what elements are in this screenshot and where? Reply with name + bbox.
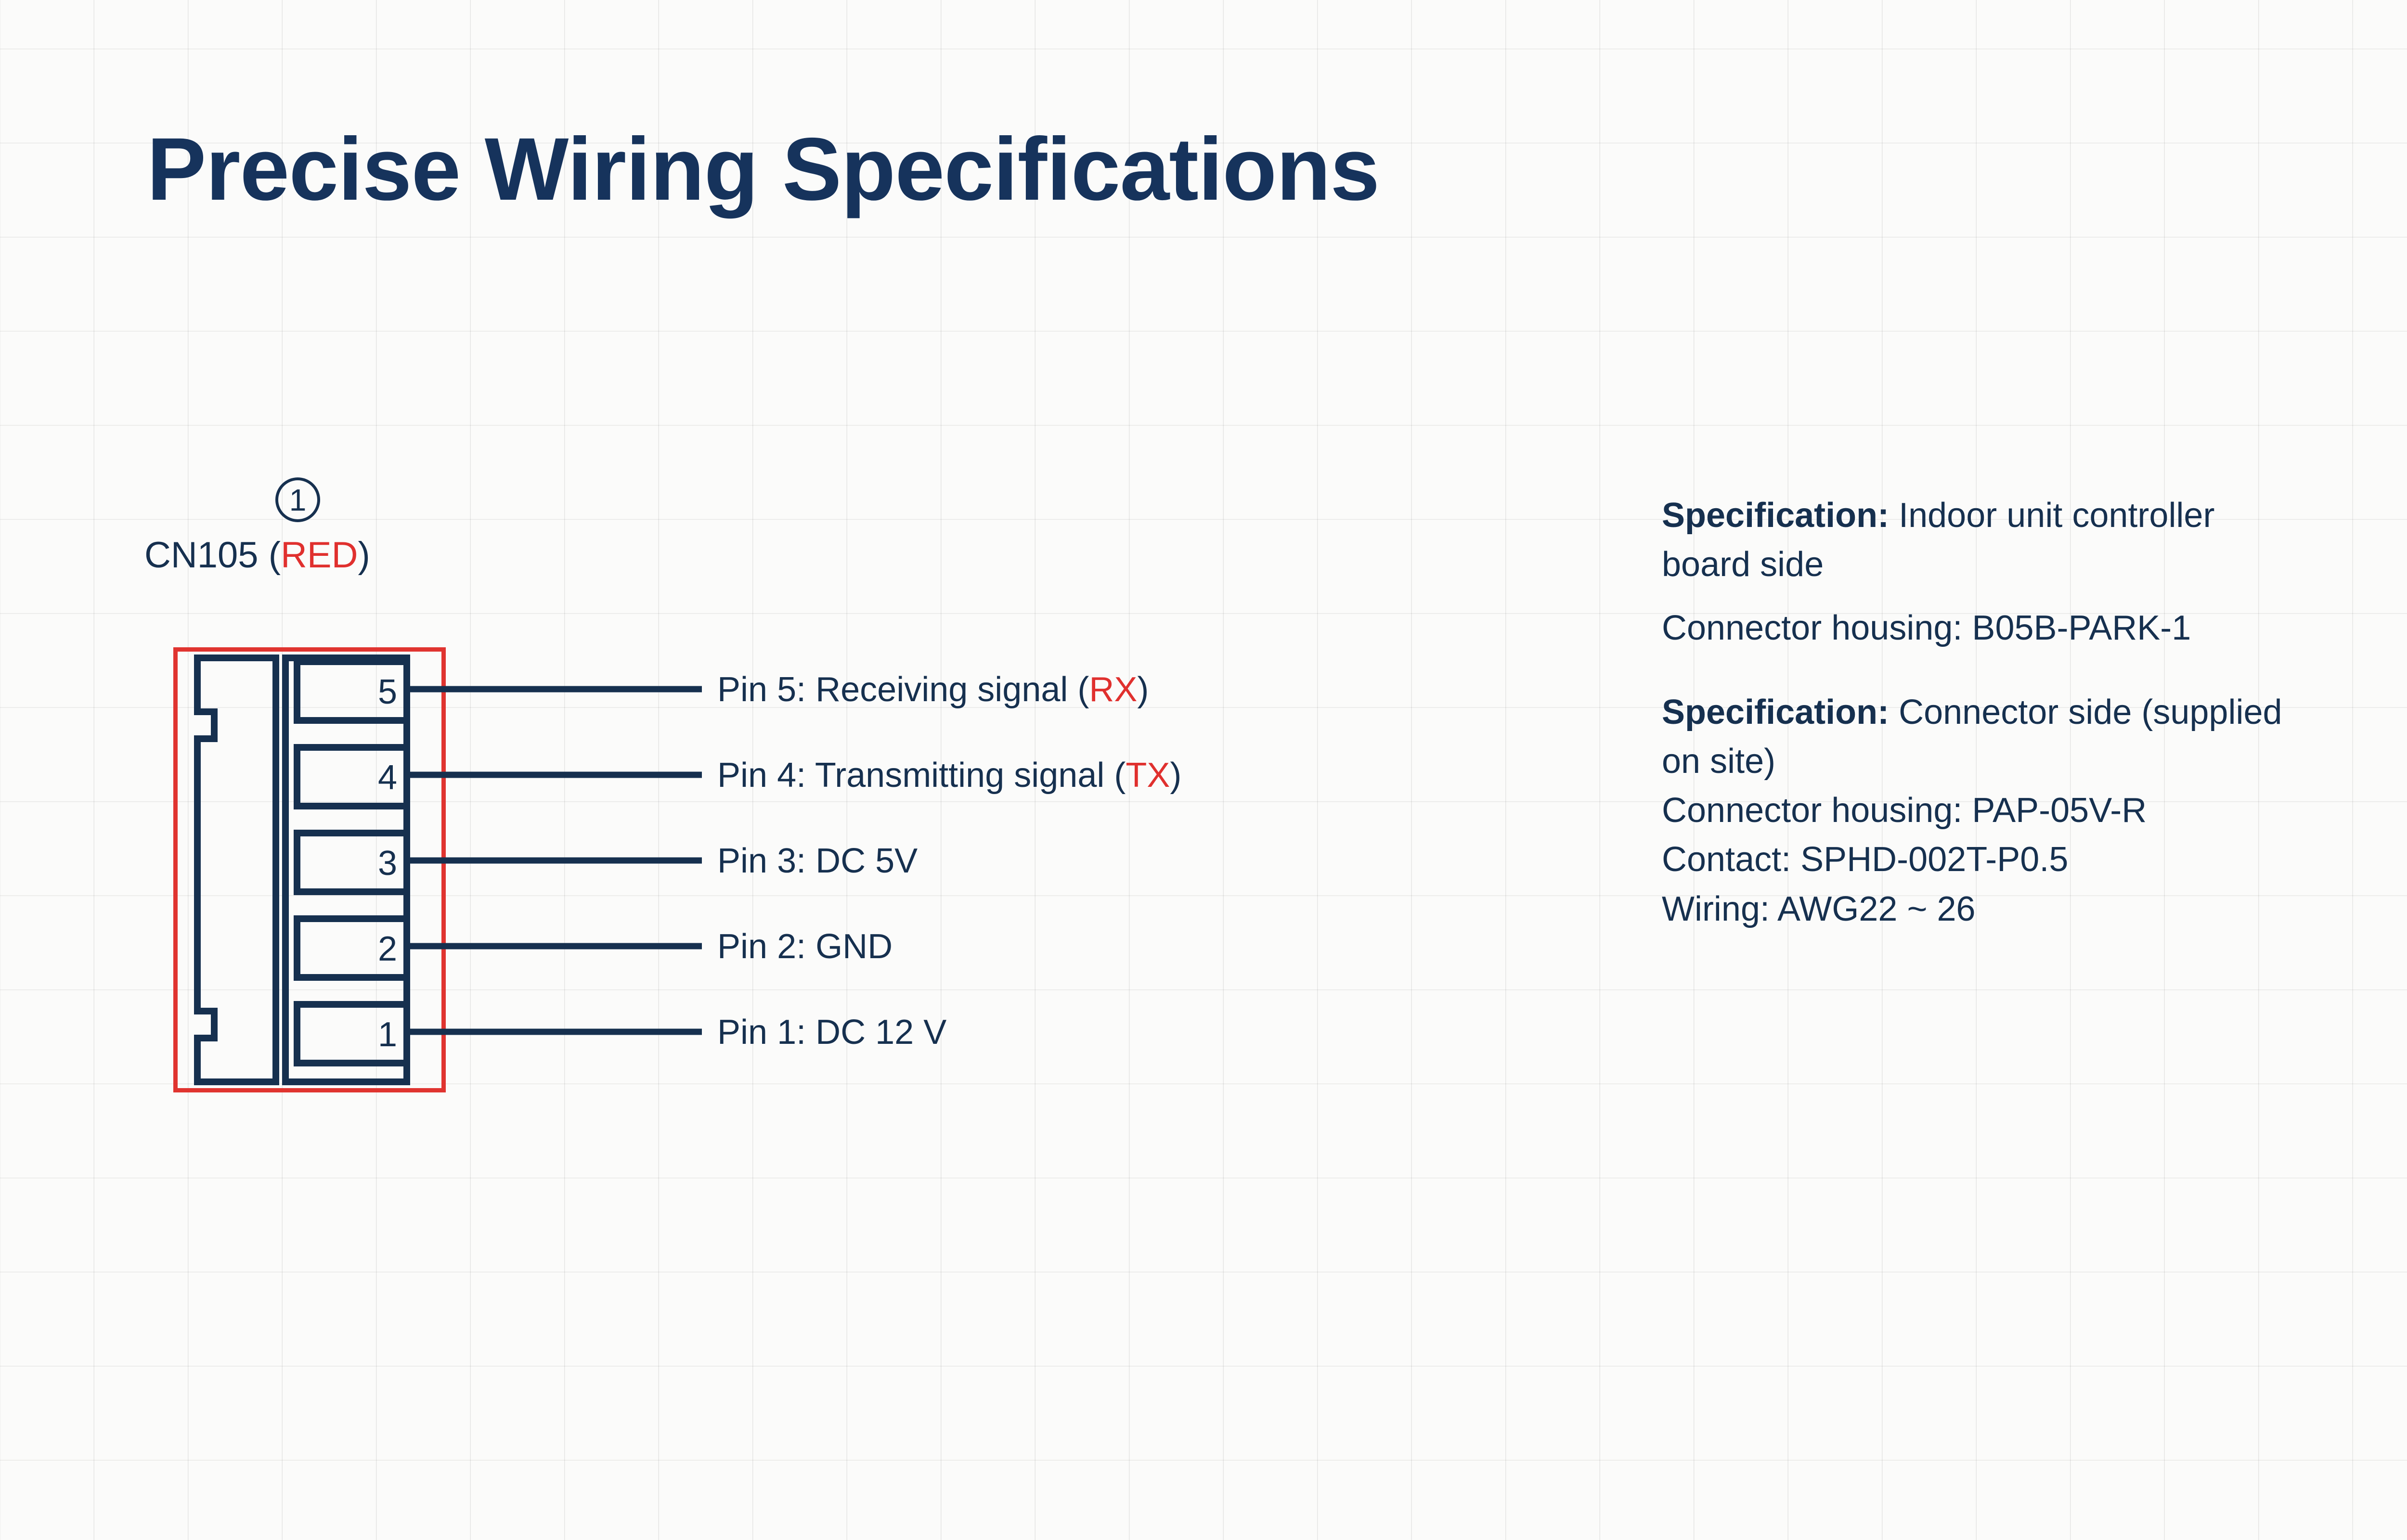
spec-block1-label: Specification: — [1662, 496, 1889, 535]
specification-panel: Specification: Indoor unit controller bo… — [1662, 491, 2407, 934]
circled-index-marker: 1 — [275, 477, 320, 522]
spec-block2-contact: Contact: SPHD-002T-P0.5 — [1662, 840, 2069, 879]
pin-label-4-signal: TX — [1126, 756, 1170, 795]
spec-separator — [1662, 653, 2407, 688]
pin-label-5-signal: RX — [1089, 670, 1138, 709]
pin-label-3-text: Pin 3: DC 5V — [717, 842, 918, 880]
red-highlight-box — [173, 647, 446, 1092]
connector-housing-drawing: 5 4 3 2 1 — [194, 654, 410, 1085]
spec-block2-title: Specification: Connector side (supplied … — [1662, 688, 2302, 786]
spec-block2-wiring: Wiring: AWG22 ~ 26 — [1662, 889, 1976, 928]
pin-label-3: Pin 3: DC 5V — [717, 844, 918, 878]
pin-number-group: 5 4 3 2 1 — [378, 673, 397, 1054]
pin-label-1-text: Pin 1: DC 12 V — [717, 1013, 947, 1052]
pin-number-2: 2 — [378, 930, 397, 968]
page-title: Precise Wiring Specifications — [147, 120, 1380, 219]
pin-label-5: Pin 5: Receiving signal (RX) — [717, 672, 1149, 707]
connector-name-prefix: CN105 ( — [144, 535, 281, 576]
connector-color-word: RED — [281, 535, 358, 576]
pin-label-5-text: Pin 5: Receiving signal ( — [717, 670, 1089, 709]
spec-block2-value: Connector side (supplied on site) — [1662, 693, 2282, 781]
pin-label-4-close: ) — [1170, 756, 1182, 795]
housing-outline — [194, 654, 279, 1085]
spec-block1-housing: Connector housing: B05B-PARK-1 — [1662, 609, 2191, 648]
pin-number-5: 5 — [378, 673, 397, 711]
pin-number-1: 1 — [378, 1015, 397, 1054]
connector-diagram: 1 CN105 (RED) 5 4 — [144, 472, 722, 1112]
spec-block2-housing: Connector housing: PAP-05V-R — [1662, 791, 2147, 830]
spec-block2-label: Specification: — [1662, 693, 1889, 732]
pin-label-4: Pin 4: Transmitting signal (TX) — [717, 758, 1181, 793]
pin-number-3: 3 — [378, 844, 397, 883]
connector-name-suffix: ) — [358, 535, 370, 576]
connector-name-label: CN105 (RED) — [144, 534, 370, 576]
pin-label-1: Pin 1: DC 12 V — [717, 1015, 946, 1050]
pin-number-4: 4 — [378, 758, 397, 797]
pin-label-5-close: ) — [1137, 670, 1149, 709]
pin-label-2-text: Pin 2: GND — [717, 927, 893, 966]
spec-block1-title: Specification: Indoor unit controller bo… — [1662, 491, 2297, 589]
spec-block1-value: Indoor unit controller board side — [1662, 496, 2215, 584]
pin-label-4-text: Pin 4: Transmitting signal ( — [717, 756, 1126, 795]
pin-label-2: Pin 2: GND — [717, 929, 893, 964]
